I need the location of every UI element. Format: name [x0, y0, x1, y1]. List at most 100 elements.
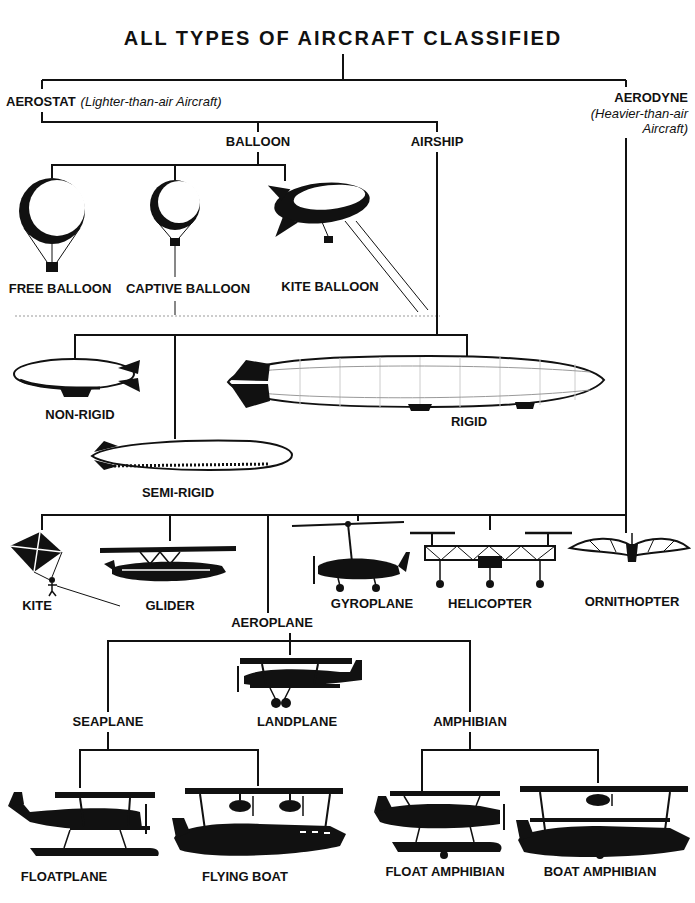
glider-figure [100, 546, 236, 553]
node-label: RIGID [451, 414, 487, 430]
flying-boat-figure [174, 824, 346, 856]
helicopter-figure [432, 534, 548, 546]
node-label: NON-RIGID [45, 407, 114, 423]
semi-rigid-airship-figure [94, 441, 118, 452]
node-label: AEROPLANE [231, 615, 313, 631]
boat-amphibian-figure [516, 820, 534, 840]
ornithopter-figure [626, 544, 638, 562]
tree-connector [437, 152, 467, 356]
gyroplane-figure [348, 524, 352, 562]
node-label: GYROPLANE [331, 596, 413, 612]
semi-rigid-airship-figure [92, 441, 292, 470]
kite-figure [48, 583, 57, 596]
boat-amphibian-figure [586, 794, 610, 806]
kite-figure [49, 577, 55, 583]
aircraft-type: NON-RIGID [43, 358, 116, 425]
boat-amphibian-figure [530, 818, 670, 822]
boat-amphibian-figure [611, 794, 613, 806]
ornithopter-figure [631, 533, 633, 544]
boat-amphibian-figure [596, 851, 604, 859]
aircraft-type: CAPTIVE BALLOON [124, 180, 252, 299]
flying-boat-figure [279, 800, 301, 812]
glider-figure [100, 546, 236, 581]
kite-balloon-figure [322, 222, 328, 236]
semi-rigid-airship-figure [94, 460, 118, 470]
floatplane-figure [30, 848, 159, 856]
kite-balloon-figure [324, 236, 333, 243]
tree-connector [290, 633, 470, 712]
node-subtitle: (Heavier-than-air Aircraft) [560, 106, 688, 136]
rigid-airship-figure [228, 356, 604, 407]
semi-rigid-airship-figure [92, 441, 292, 470]
aircraft-type: HELICOPTER [446, 530, 534, 614]
landplane-figure [262, 664, 318, 684]
landplane-figure [250, 684, 340, 688]
float-amphibian-figure [421, 790, 423, 796]
tree-connector [42, 138, 626, 530]
class-label: SEAPLANE [71, 712, 146, 732]
kite-figure [10, 532, 120, 606]
helicopter-figure [410, 532, 572, 535]
rigid-airship-figure [300, 357, 575, 407]
aircraft-type: FLOATPLANE [19, 788, 109, 887]
helicopter-figure [436, 580, 444, 588]
tree-connector [470, 732, 598, 783]
floatplane-figure [8, 800, 142, 830]
class-label: AMPHIBIAN [431, 712, 509, 732]
kite-figure [10, 532, 62, 572]
flying-boat-figure [253, 796, 303, 816]
kite-balloon-figure [268, 175, 428, 312]
glider-figure [104, 560, 116, 572]
glider-figure [112, 562, 226, 582]
tree-connector [268, 138, 626, 613]
node-label: AEROSTAT [6, 94, 76, 109]
category-label: AERODYNE(Heavier-than-air Aircraft) [558, 88, 690, 138]
float-amphibian-figure [374, 790, 504, 859]
aircraft-type: RIGID [449, 356, 489, 432]
node-label: SEAPLANE [73, 714, 144, 730]
captive-balloon-figure [154, 218, 196, 238]
node-label: FLYING BOAT [202, 869, 288, 885]
tree-connector [258, 152, 285, 181]
aircraft-type: FLOAT AMPHIBIAN [383, 790, 506, 882]
node-label: KITE [22, 598, 52, 614]
float-amphibian-figure [390, 791, 500, 796]
float-amphibian-figure [392, 842, 502, 852]
tree-connector [108, 732, 258, 786]
helicopter-figure [486, 580, 494, 588]
flying-boat-figure [185, 788, 343, 794]
landplane-figure [237, 666, 239, 692]
landplane-figure [281, 698, 291, 708]
flying-boat-figure [300, 832, 330, 833]
rigid-airship-figure [515, 402, 535, 409]
aircraft-type: LANDPLANE [255, 655, 339, 732]
node-subtitle: (Lighter-than-air Aircraft) [81, 94, 222, 109]
flying-boat-figure [172, 818, 190, 838]
node-label: GLIDER [145, 598, 194, 614]
aircraft-type: KITE [20, 530, 54, 616]
landplane-figure [244, 669, 362, 686]
gyroplane-figure [292, 521, 410, 592]
landplane-figure [271, 698, 281, 708]
float-amphibian-figure [404, 796, 480, 806]
glider-figure [122, 569, 210, 571]
rigid-airship-figure [228, 356, 604, 411]
class-label: AEROPLANE [229, 613, 315, 633]
tree-connector [42, 112, 437, 132]
floatplane-figure [55, 792, 155, 798]
node-label: FLOATPLANE [21, 869, 107, 885]
captive-balloon-figure [170, 238, 180, 246]
captive-balloon-figure [158, 181, 200, 223]
node-label: CAPTIVE BALLOON [126, 281, 250, 297]
landplane-figure [238, 658, 362, 708]
non-rigid-airship-figure [60, 388, 92, 397]
gyroplane-figure [398, 552, 410, 572]
kite-figure [57, 586, 120, 606]
node-label: SEMI-RIGID [142, 485, 214, 501]
ornithopter-figure [570, 533, 689, 562]
node-label: AIRSHIP [411, 134, 464, 150]
tree-connector [80, 732, 108, 788]
boat-amphibian-figure [540, 792, 670, 830]
